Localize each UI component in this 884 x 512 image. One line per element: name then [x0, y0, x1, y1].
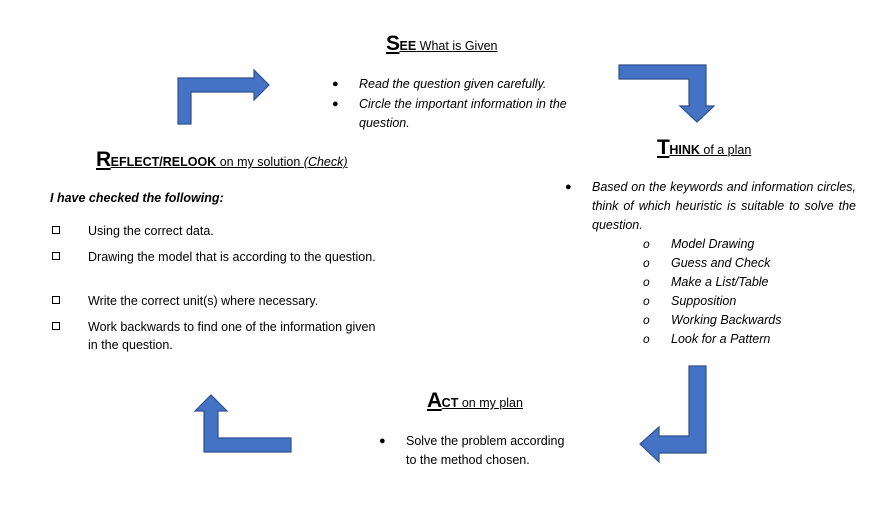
see-caps: EE: [399, 39, 417, 53]
think-bullet-text: Based on the keywords and information ci…: [592, 180, 856, 232]
think-bullet: ● Based on the keywords and information c…: [565, 178, 856, 235]
circle-bullet-icon: o: [643, 275, 650, 289]
check-item-text: Using the correct data.: [88, 224, 214, 238]
circle-bullet-icon: o: [643, 332, 650, 346]
check-item-text: Drawing the model that is according to t…: [88, 250, 376, 264]
circle-bullet-icon: o: [643, 313, 650, 327]
see-rest-a: What: [416, 39, 453, 53]
act-heading: ACT on my plan: [427, 389, 523, 413]
act-bullet: ● Solve the problem according to the meth…: [379, 432, 566, 470]
see-bullet-list: ● Read the question given carefully. ● Cir…: [332, 75, 574, 133]
heuristic-text: Supposition: [671, 294, 737, 308]
think-heading: THINK of a plan: [657, 136, 751, 160]
bullet-dot-icon: ●: [332, 98, 339, 110]
reflect-initial: R: [96, 148, 111, 171]
heuristic-text: Make a List/Table: [671, 275, 769, 289]
see-bullet-2-text: Circle the important information in the …: [359, 97, 567, 130]
see-heading: SEE What is Given: [386, 32, 498, 56]
check-item-text: Work backwards to find one of the inform…: [88, 320, 376, 352]
heuristic-text: Model Drawing: [671, 237, 755, 251]
bent-arrow-icon: [639, 365, 707, 464]
checkbox-square-icon: [52, 252, 60, 260]
see-initial: S: [386, 32, 400, 55]
act-rest: on my plan: [458, 396, 523, 410]
heuristic-item: o Model Drawing: [643, 235, 861, 254]
bullet-dot-icon: ●: [565, 181, 572, 193]
checkbox-square-icon: [52, 322, 60, 330]
bent-arrow-icon: [618, 64, 716, 123]
act-bullet-text: Solve the problem according to the metho…: [406, 434, 565, 467]
checkbox-square-icon: [52, 226, 60, 234]
bullet-dot-icon: ●: [379, 435, 386, 447]
reflect-heading: REFLECT/RELOOK on my solution (Check): [96, 148, 348, 172]
heuristic-item: o Make a List/Table: [643, 273, 861, 292]
heuristic-text: Working Backwards: [671, 313, 782, 327]
reflect-caps: EFLECT/RELOOK: [110, 155, 217, 169]
act-bullet-list: ● Solve the problem according to the meth…: [379, 432, 566, 470]
checkbox-square-icon: [52, 296, 60, 304]
heuristic-item: o Supposition: [643, 292, 861, 311]
heuristic-text: Guess and Check: [671, 256, 771, 270]
see-bullet-2: ● Circle the important information in the…: [332, 95, 574, 133]
bent-arrow-icon: [177, 68, 270, 125]
circle-bullet-icon: o: [643, 256, 650, 270]
bent-arrow-icon: [193, 394, 292, 453]
act-caps: CT: [441, 396, 459, 410]
reflect-intro: I have checked the following:: [50, 191, 224, 205]
think-caps: HINK: [669, 143, 700, 157]
circle-bullet-icon: o: [643, 294, 650, 308]
reflect-rest: on my solution: [216, 155, 304, 169]
reflect-check: (Check): [303, 155, 348, 169]
heuristic-item: o Working Backwards: [643, 311, 861, 330]
see-rest-is: is: [452, 39, 462, 53]
check-item-text: Write the correct unit(s) where necessar…: [88, 294, 319, 308]
bullet-dot-icon: ●: [332, 78, 339, 90]
act-initial: A: [427, 389, 442, 412]
heuristic-text: Look for a Pattern: [671, 332, 771, 346]
see-rest-b: Given: [461, 39, 498, 53]
see-bullet-1: ● Read the question given carefully.: [332, 75, 574, 94]
see-bullet-1-text: Read the question given carefully.: [359, 77, 547, 91]
think-rest: of a plan: [699, 143, 752, 157]
think-initial: T: [657, 136, 670, 159]
heuristic-item: o Guess and Check: [643, 254, 861, 273]
heuristic-item: o Look for a Pattern: [643, 330, 861, 349]
circle-bullet-icon: o: [643, 237, 650, 251]
think-bullet-list: ● Based on the keywords and information c…: [565, 178, 856, 235]
